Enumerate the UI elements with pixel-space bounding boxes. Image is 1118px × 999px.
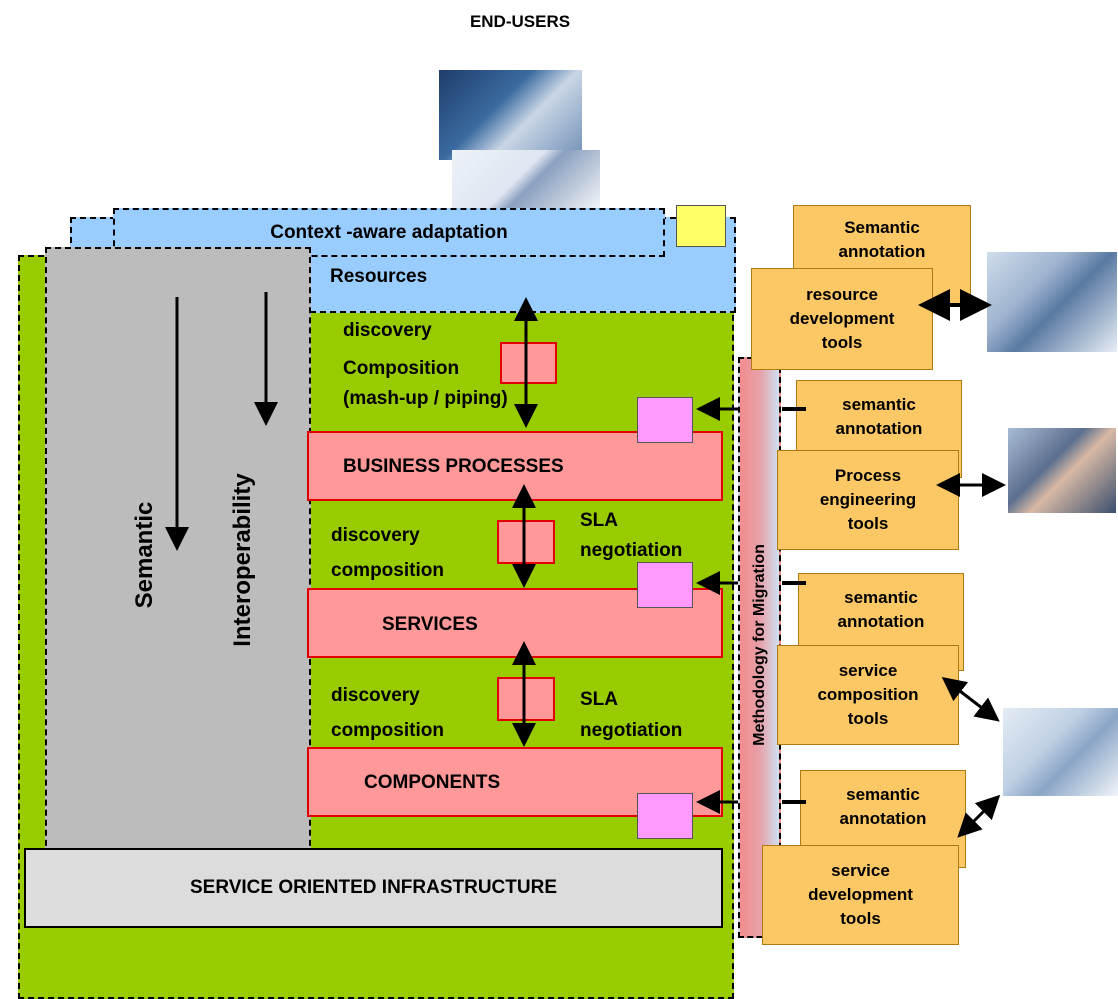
tool4-front-line2: development (808, 885, 913, 904)
tool2-back-line1: semantic (842, 395, 916, 414)
tool1-front-line1: resource (806, 285, 878, 304)
resources-label: Resources (330, 266, 428, 287)
tool4-back-line2: annotation (839, 809, 927, 828)
tool3-front-line1: service (838, 661, 898, 680)
tool4-front-line1: service (831, 861, 890, 880)
service-oriented-infrastructure-layer: SERVICE ORIENTED INFRASTRUCTURE (24, 848, 723, 928)
discovery-top-label: discovery (343, 320, 432, 341)
tool1-back-line1: Semantic (844, 218, 920, 237)
process-engineering-tools: Process engineering tools (777, 450, 959, 550)
composition-low-label: composition (331, 720, 444, 741)
tool2-back-line2: annotation (835, 419, 923, 438)
tool1-front-line2: development (789, 309, 895, 328)
tool3-front-line2: composition (817, 685, 919, 704)
negotiation-low-label: negotiation (580, 720, 683, 741)
infrastructure-label: SERVICE ORIENTED INFRASTRUCTURE (189, 877, 557, 898)
components-label: COMPONENTS (364, 772, 501, 793)
composition-top-label: Composition (343, 358, 460, 379)
tool3-front-line3: tools (847, 709, 889, 728)
discovery-mid-label: discovery (331, 525, 420, 546)
services-label: SERVICES (382, 614, 478, 635)
tool2-front-line3: tools (847, 514, 889, 533)
tool2-front-line2: engineering (819, 490, 917, 509)
service-composition-tools: service composition tools (777, 645, 959, 745)
tool2-front-line1: Process (834, 466, 902, 485)
context-aware-label: Context -aware adaptation (270, 221, 508, 243)
composition-tools-users-arrow (941, 677, 1000, 722)
end-users-photo-2 (452, 150, 600, 210)
tool3-back-line1: semantic (844, 588, 918, 607)
service-development-tools: service development tools (762, 845, 959, 945)
sla-low-label: SLA (580, 689, 618, 710)
sla-mid-label: SLA (580, 510, 618, 531)
magenta-note-icon-2 (637, 562, 693, 608)
diagram-title: END-USERS (469, 12, 571, 31)
magenta-note-icon-1 (637, 397, 693, 443)
negotiation-mid-label: negotiation (580, 540, 683, 561)
tool4-back-line1: semantic (846, 785, 920, 804)
yellow-note-icon (676, 205, 726, 247)
tool1-front-line3: tools (821, 333, 863, 352)
tool1-back-line2: annotation (838, 242, 926, 261)
magenta-note-icon-3 (637, 793, 693, 839)
engineers-photo (1008, 428, 1116, 513)
context-aware-adaptation-layer: Context -aware adaptation (113, 208, 665, 257)
tool3-back-line2: annotation (837, 612, 925, 631)
end-users-photo-1 (439, 70, 582, 160)
mashup-piping-label: (mash-up / piping) (343, 388, 508, 409)
developers-photo (987, 252, 1117, 352)
composition-mid-label: composition (331, 560, 444, 581)
development-tools-users-arrow (957, 794, 1001, 838)
business-processes-label: BUSINESS PROCESSES (343, 456, 564, 477)
tool4-front-line3: tools (840, 909, 881, 928)
team-photo (1003, 708, 1118, 796)
discovery-low-label: discovery (331, 685, 420, 706)
resource-development-tools: resource development tools (751, 268, 933, 370)
